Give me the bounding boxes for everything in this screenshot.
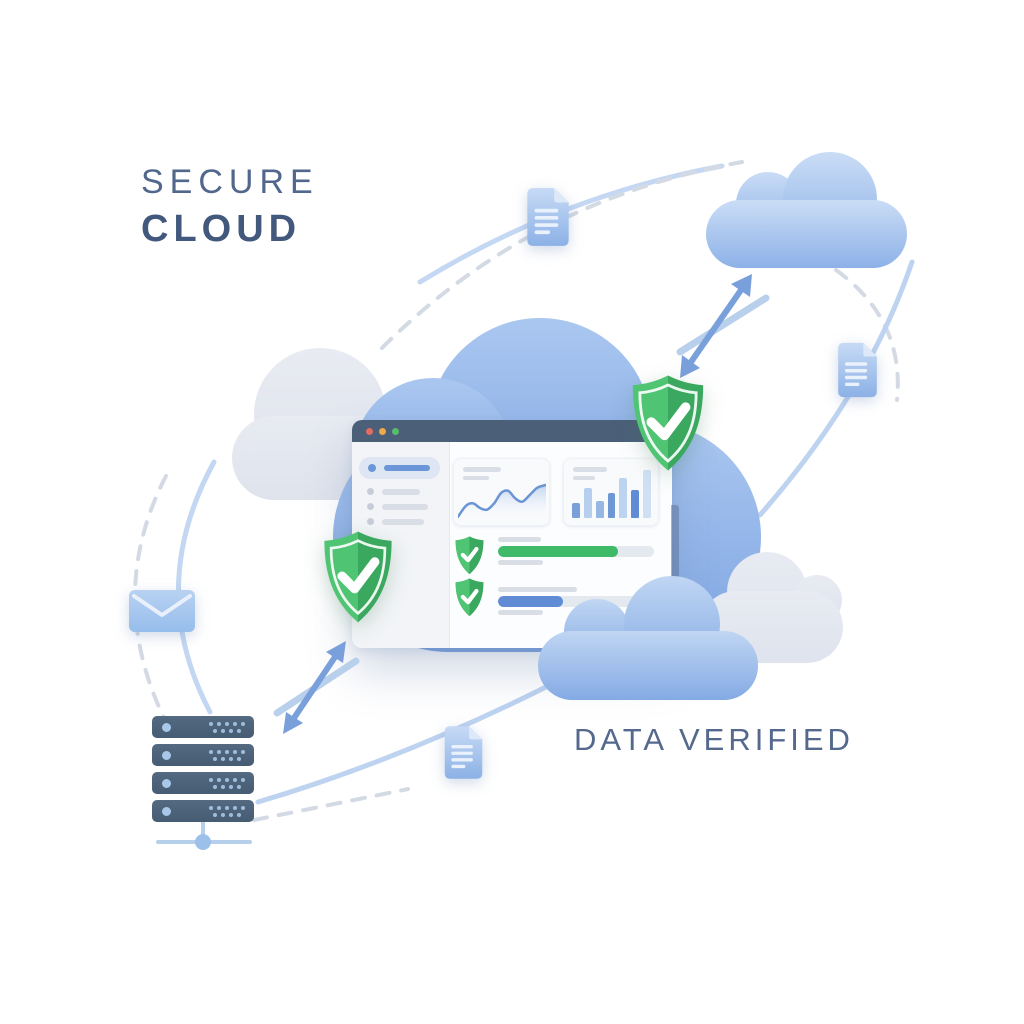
row-caption-line — [498, 560, 543, 565]
progress-track — [498, 596, 650, 607]
line-chart-fill — [458, 484, 546, 521]
traffic-light-dot — [366, 427, 373, 435]
traffic-light-dot — [392, 427, 399, 435]
server-unit — [152, 744, 254, 766]
solid-arc-left — [175, 459, 217, 715]
progress-fill — [498, 596, 564, 607]
title-line-secure: SECURE — [141, 163, 319, 201]
progress-track — [498, 546, 654, 557]
shield-check-icon — [452, 577, 487, 618]
line-chart-card — [453, 458, 550, 526]
bar — [619, 478, 628, 518]
server-units — [152, 716, 254, 822]
bar — [631, 490, 640, 518]
sidebar-items — [352, 457, 449, 529]
sidebar-item — [352, 499, 449, 514]
solid-arc-bottom — [255, 683, 551, 805]
server-unit — [152, 716, 254, 738]
server-unit — [152, 800, 254, 822]
envelope-icon — [129, 590, 195, 632]
bar-chart-card — [563, 458, 659, 526]
bar — [583, 488, 592, 518]
progress-fill — [498, 546, 619, 557]
sidebar-item — [352, 484, 449, 499]
card-title-line — [463, 467, 501, 472]
cloud-top-right-icon — [706, 152, 907, 268]
cloud-bottom-blue-icon — [538, 576, 758, 700]
row-caption-line — [498, 610, 543, 615]
server-led — [162, 778, 171, 788]
server-led — [162, 806, 171, 816]
shield-check-icon — [316, 528, 400, 626]
document-icon — [441, 724, 486, 781]
window-titlebar — [352, 420, 672, 442]
card-title-line — [573, 467, 607, 472]
bar — [643, 470, 652, 518]
line-chart — [458, 483, 546, 521]
card-subtitle-line — [463, 476, 489, 480]
server-led — [162, 722, 171, 732]
traffic-light-dot — [379, 427, 386, 435]
server-stack-icon — [152, 716, 254, 822]
bar — [607, 493, 616, 518]
row-label-line — [498, 537, 541, 542]
page-title: SECURE CLOUD — [141, 163, 319, 251]
shield-check-icon — [452, 535, 487, 576]
dashed-arc-bottom — [252, 787, 410, 822]
title-line-cloud: CLOUD — [141, 208, 302, 250]
verified-row — [452, 575, 664, 623]
bar-chart-bars — [572, 468, 652, 518]
document-icon — [522, 186, 574, 248]
sidebar-item-selected — [359, 457, 440, 479]
server-unit — [152, 772, 254, 794]
caption-data-verified: DATA VERIFIED — [574, 722, 854, 757]
traffic-lights — [366, 427, 399, 435]
sync-arrows-bottom-left-icon — [273, 641, 360, 734]
sidebar-item — [352, 514, 449, 529]
row-label-line — [498, 587, 577, 592]
verified-row — [452, 533, 664, 581]
bar — [595, 501, 604, 518]
document-icon — [834, 341, 881, 399]
line-chart-stroke — [458, 483, 546, 519]
bar — [572, 503, 580, 518]
server-network-stem — [201, 822, 205, 840]
window-side-edge — [671, 505, 679, 645]
server-network-node — [195, 834, 211, 850]
server-led — [162, 750, 171, 760]
card-subtitle-line — [573, 476, 595, 480]
shield-check-icon — [624, 372, 712, 474]
